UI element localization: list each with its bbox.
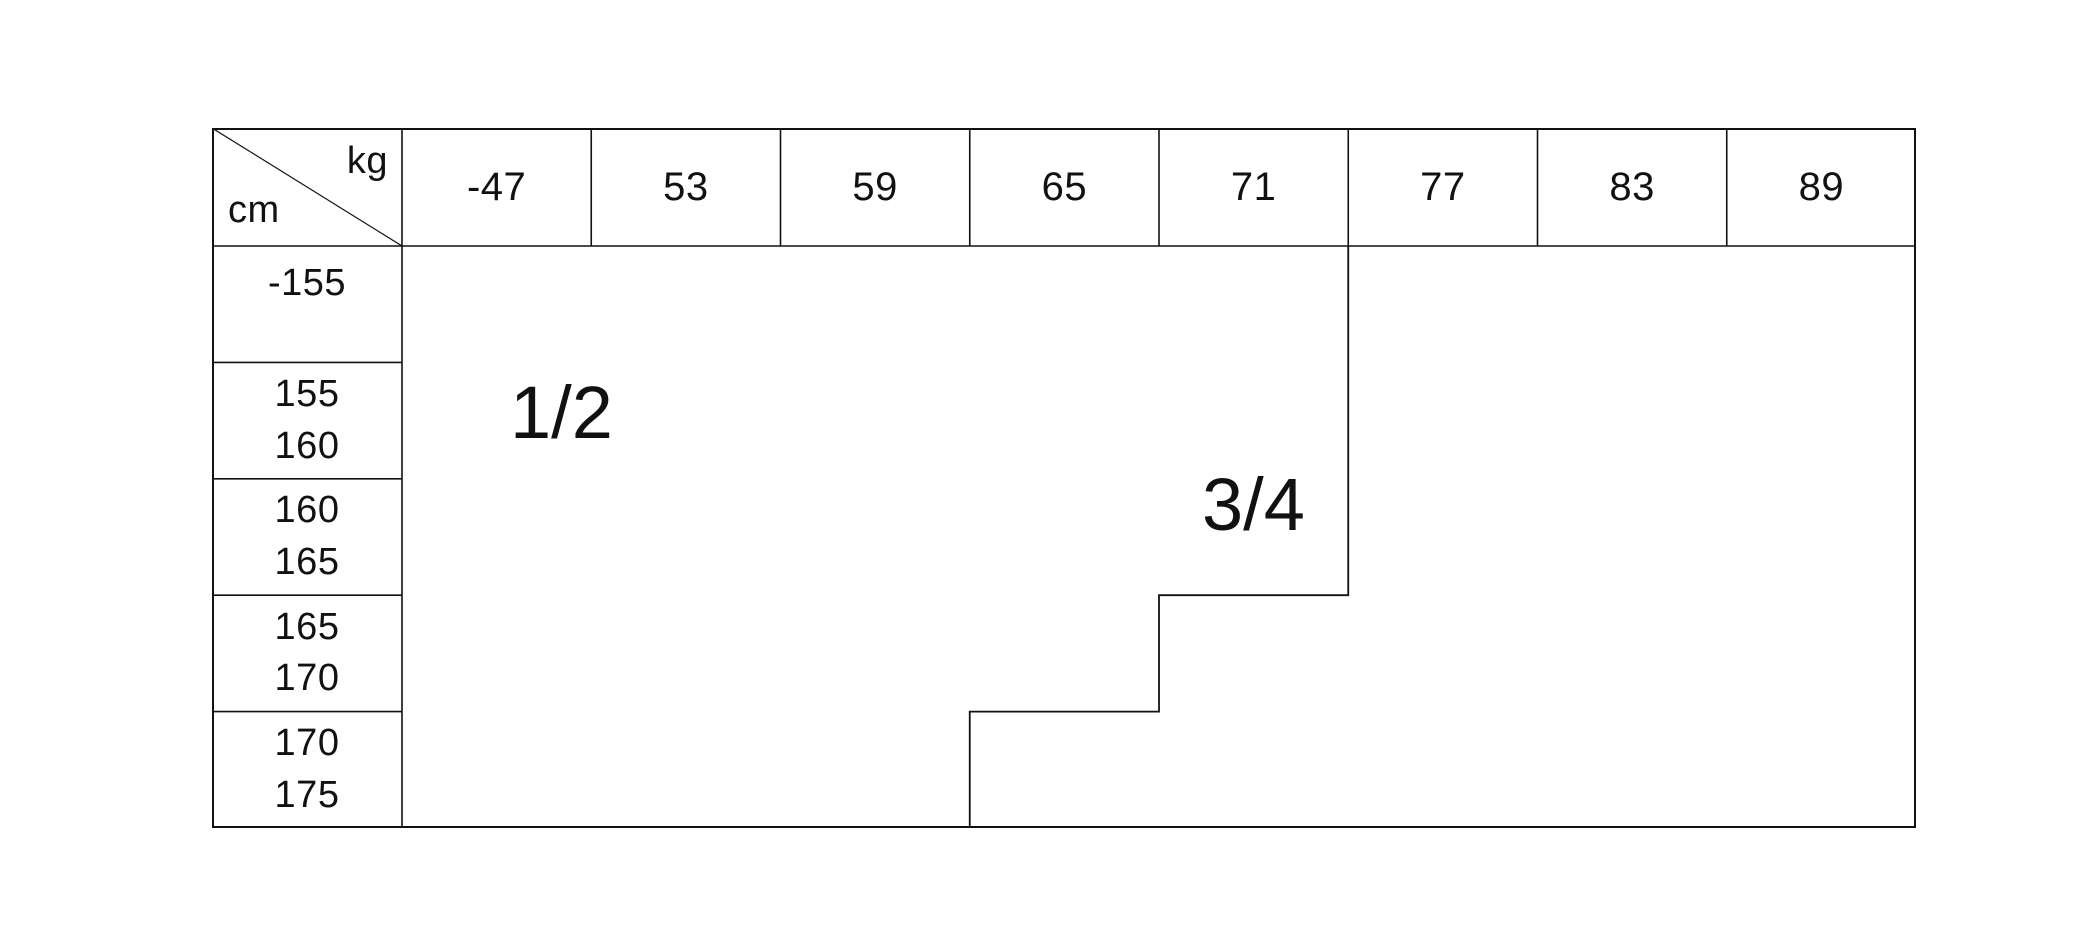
column-header-6: 83 — [1609, 165, 1655, 209]
row-header-0: -155 — [212, 246, 402, 362]
weight-unit-label: kg — [346, 140, 388, 182]
height-unit-label: cm — [228, 188, 280, 231]
region-label-half: 1/2 — [510, 371, 613, 454]
row-header-1: 155 160 — [212, 362, 402, 478]
region-label-three-quarter: 3/4 — [1202, 463, 1305, 546]
corner-header-cell: kg cm — [212, 128, 402, 246]
size-chart-table: kg cm -47 53 59 65 71 77 83 89 -155 155 … — [212, 128, 1916, 828]
column-header-3: 65 — [1041, 165, 1088, 209]
row-header-3-line-1: 170 — [274, 657, 340, 700]
column-header-2: 59 — [852, 165, 898, 209]
body-cell-r3 — [402, 595, 1916, 711]
row-header-3: 165 170 — [212, 595, 402, 711]
row-header-1-line-0: 155 — [274, 373, 340, 416]
column-header-0: -47 — [466, 165, 527, 209]
row-header-3-line-0: 165 — [274, 605, 340, 648]
row-header-4-line-1: 175 — [274, 773, 340, 816]
body-cell-r0 — [402, 246, 1916, 362]
diagonal-divider-icon — [212, 128, 402, 246]
column-header-1: 53 — [663, 165, 709, 209]
row-header-2: 160 165 — [212, 479, 402, 595]
body-cell-r1 — [402, 362, 1916, 478]
table-grid: kg cm -47 53 59 65 71 77 83 89 -155 155 … — [212, 128, 1916, 828]
column-header-5: 77 — [1420, 165, 1466, 209]
body-cell-r2 — [402, 479, 1916, 595]
row-header-0-line-0: -155 — [267, 262, 347, 304]
row-header-1-line-1: 160 — [274, 424, 340, 467]
column-header-7: 89 — [1798, 165, 1845, 209]
row-header-4-line-0: 170 — [274, 722, 340, 765]
row-header-2-line-0: 160 — [274, 489, 340, 532]
body-cell-r4 — [402, 712, 1916, 828]
row-header-4: 170 175 — [212, 712, 402, 828]
row-header-2-line-1: 165 — [274, 540, 340, 583]
column-header-4: 71 — [1230, 165, 1277, 209]
